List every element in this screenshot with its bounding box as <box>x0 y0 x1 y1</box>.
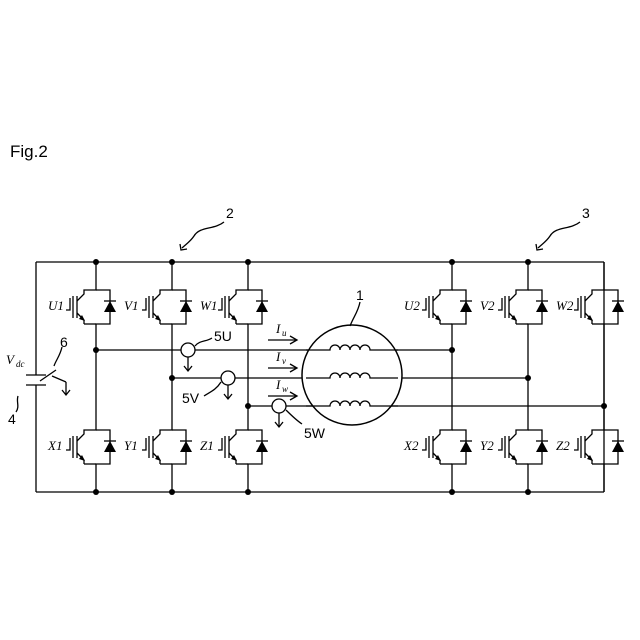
switch-y2: Y2 <box>480 424 548 470</box>
junction-dot <box>525 375 531 381</box>
switch-label-z2: Z2 <box>556 438 570 453</box>
switch-x2: X2 <box>403 424 472 470</box>
junction-dot <box>93 347 99 353</box>
junction-dot <box>93 489 99 495</box>
junction-dot <box>525 489 531 495</box>
current-sensor-5w <box>272 399 302 427</box>
current-v-main: I <box>275 349 281 364</box>
dc-source <box>16 347 70 412</box>
switch-v2: V2 <box>480 284 548 330</box>
junction-dot <box>169 489 175 495</box>
switch-w1: W1 <box>200 284 268 330</box>
junction-dot <box>169 259 175 265</box>
source-label-main: V <box>6 352 16 367</box>
switch-label-w1: W1 <box>200 298 217 313</box>
junction-dot <box>169 375 175 381</box>
ref-2: 2 <box>226 205 234 221</box>
ref-4: 4 <box>8 411 16 427</box>
junction-dot <box>449 347 455 353</box>
ref-3: 3 <box>582 205 590 221</box>
junction-dot <box>601 403 607 409</box>
switch-label-y2: Y2 <box>480 438 494 453</box>
switch-label-v2: V2 <box>480 298 495 313</box>
switch-label-w2: W2 <box>556 298 574 313</box>
ref-5v: 5V <box>182 390 200 406</box>
switch-label-x1: X1 <box>47 438 62 453</box>
junction-dot <box>449 489 455 495</box>
ref-6: 6 <box>60 334 68 350</box>
switch-z1: Z1 <box>200 424 268 470</box>
current-w-sub: w <box>282 384 288 394</box>
current-w-main: I <box>275 377 281 392</box>
junction-dot <box>93 259 99 265</box>
junction-dot <box>525 259 531 265</box>
junction-dot <box>245 403 251 409</box>
switch-u2: U2 <box>404 284 472 330</box>
junction-dot <box>245 489 251 495</box>
switch-y1: Y1 <box>124 424 192 470</box>
current-sensor-5v <box>204 371 235 399</box>
current-u-sub: u <box>282 328 287 338</box>
motor <box>302 302 402 425</box>
switch-label-z1: Z1 <box>200 438 214 453</box>
switch-x1: X1 <box>47 424 116 470</box>
switch-label-u2: U2 <box>404 298 420 313</box>
ref-1: 1 <box>356 287 364 303</box>
source-label-sub: dc <box>16 359 25 369</box>
switch-label-y1: Y1 <box>124 438 138 453</box>
current-u-main: I <box>275 321 281 336</box>
switch-z2: Z2 <box>556 424 624 470</box>
switch-u1: U1 <box>48 284 116 330</box>
switch-label-v1: V1 <box>124 298 138 313</box>
switch-label-x2: X2 <box>403 438 419 453</box>
ref-5w: 5W <box>304 425 326 441</box>
current-sensor-5u <box>181 338 212 371</box>
junction-dot <box>245 259 251 265</box>
leader-lines <box>180 222 580 250</box>
switch-label-u1: U1 <box>48 298 64 313</box>
switch-w2: W2 <box>556 284 624 330</box>
current-v-sub: v <box>282 356 286 366</box>
switch-v1: V1 <box>124 284 192 330</box>
ref-5u: 5U <box>214 328 232 344</box>
junction-dot <box>449 259 455 265</box>
